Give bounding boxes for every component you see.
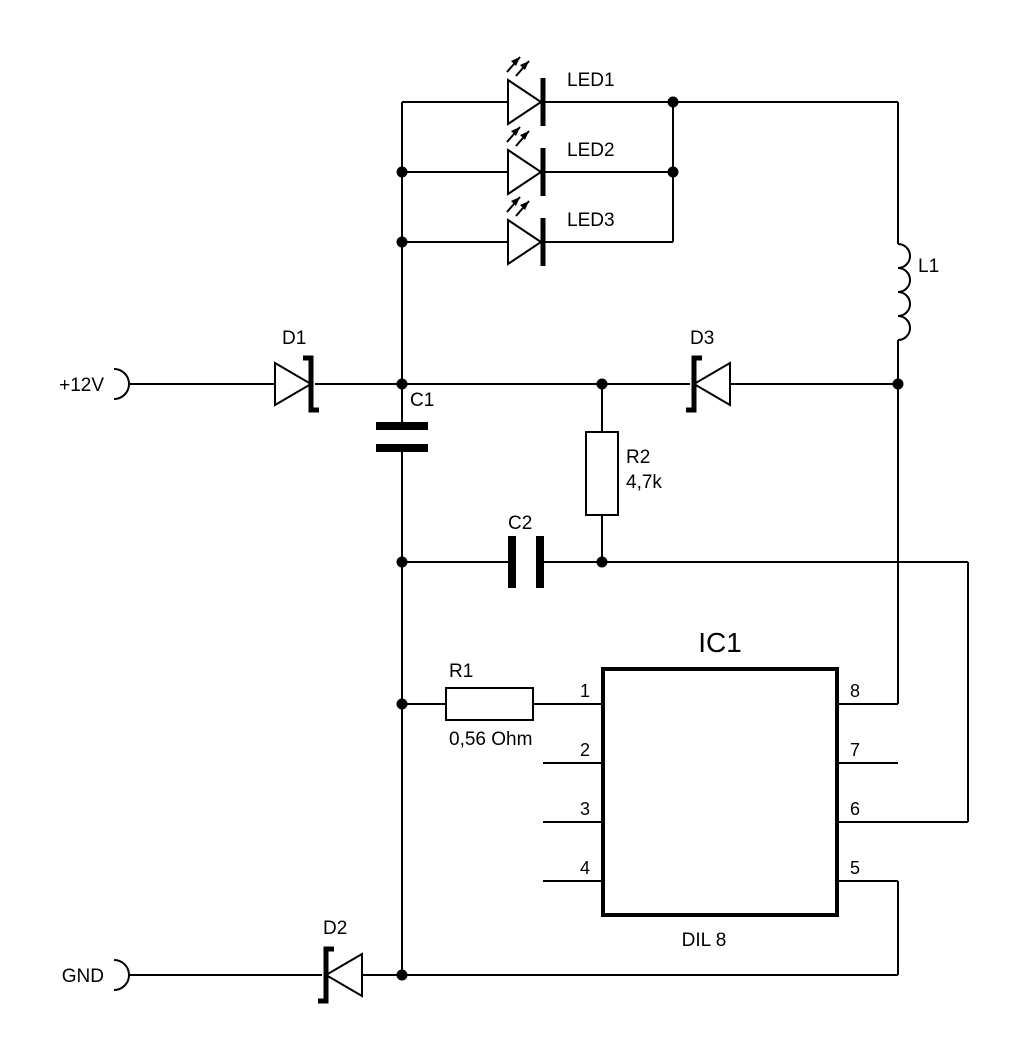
capacitor-c2-plate-right <box>536 536 544 588</box>
ic1: IC1 DIL 8 1 2 3 4 5 6 7 8 <box>580 627 860 951</box>
terminal-gnd-label: GND <box>62 966 104 987</box>
inductor-l1-label: L1 <box>918 256 939 277</box>
junction-dot <box>596 378 608 390</box>
diode-d3-label: D3 <box>690 328 714 349</box>
ic1-package: DIL 8 <box>682 930 727 951</box>
ic1-title: IC1 <box>698 627 742 658</box>
diode-d3-triangle <box>692 361 731 407</box>
resistor-r2-body <box>585 431 619 516</box>
ic1-pin-6: 6 <box>850 799 860 819</box>
diode-d1-triangle <box>274 361 313 407</box>
terminal-vcc-label: +12V <box>59 375 104 396</box>
resistor-r1-name: R1 <box>449 661 473 682</box>
ic1-body <box>601 667 839 917</box>
terminal-gnd: GND <box>62 959 130 991</box>
ic1-pin-2: 2 <box>580 740 590 760</box>
led-3-label: LED3 <box>567 210 615 231</box>
junctions <box>396 96 904 981</box>
resistor-r1-value: 0,56 Ohm <box>449 729 532 750</box>
junction-dot <box>667 166 679 178</box>
diode-d3: D3 <box>686 328 731 413</box>
ic1-pin-4: 4 <box>580 858 590 878</box>
terminal-vcc-symbol <box>113 368 130 400</box>
diode-d3-cathode-bar <box>686 355 702 413</box>
terminal-vcc: +12V <box>59 368 130 400</box>
resistor-r1: R1 0,56 Ohm <box>445 661 534 750</box>
resistor-r2: R2 4,7k <box>585 431 662 516</box>
resistor-r2-name: R2 <box>626 447 650 468</box>
junction-dot <box>396 556 408 568</box>
diode-d2-triangle <box>324 952 363 998</box>
capacitor-c2-plate-left <box>508 536 516 588</box>
diode-d1-label: D1 <box>282 328 306 349</box>
capacitor-c2-label: C2 <box>508 513 532 534</box>
led-2: LED2 <box>506 126 615 196</box>
capacitor-c1-plate-bottom <box>376 444 428 452</box>
capacitor-c2: C2 <box>508 513 544 588</box>
led-2-triangle <box>507 148 543 196</box>
junction-dot <box>396 698 408 710</box>
ic1-pin-5: 5 <box>850 858 860 878</box>
led-1-label: LED1 <box>567 70 615 91</box>
diode-d2: D2 <box>318 918 363 1004</box>
junction-dot <box>396 166 408 178</box>
inductor-l1: L1 <box>897 243 939 341</box>
ic1-pin-1: 1 <box>580 681 590 701</box>
junction-dot <box>892 378 904 390</box>
diode-d2-label: D2 <box>323 918 347 939</box>
resistor-r2-value: 4,7k <box>626 472 662 493</box>
diode-d1-cathode-bar <box>303 355 319 413</box>
ic1-pin-8: 8 <box>850 681 860 701</box>
wires <box>128 101 969 976</box>
ic1-pin-3: 3 <box>580 799 590 819</box>
resistor-r1-body <box>445 687 534 721</box>
capacitor-c1: C1 <box>376 390 434 452</box>
junction-dot <box>396 236 408 248</box>
led-2-label: LED2 <box>567 140 615 161</box>
junction-dot <box>596 556 608 568</box>
ic1-pin-7: 7 <box>850 740 860 760</box>
led-3-light-arrows-icon <box>506 196 530 217</box>
led-1-light-arrows-icon <box>506 56 530 77</box>
inductor-l1-coil <box>897 243 911 341</box>
led-3-triangle <box>507 218 543 266</box>
junction-dot <box>396 378 408 390</box>
terminal-gnd-symbol <box>113 959 130 991</box>
capacitor-c1-plate-top <box>376 422 428 430</box>
led-2-light-arrows-icon <box>506 126 530 147</box>
diode-d2-cathode-bar <box>318 946 334 1004</box>
led-1: LED1 <box>506 56 615 126</box>
junction-dot <box>396 969 408 981</box>
capacitor-c1-label: C1 <box>410 390 434 411</box>
led-1-triangle <box>507 78 543 126</box>
led-3: LED3 <box>506 196 615 266</box>
junction-dot <box>667 96 679 108</box>
diode-d1: D1 <box>274 328 319 413</box>
